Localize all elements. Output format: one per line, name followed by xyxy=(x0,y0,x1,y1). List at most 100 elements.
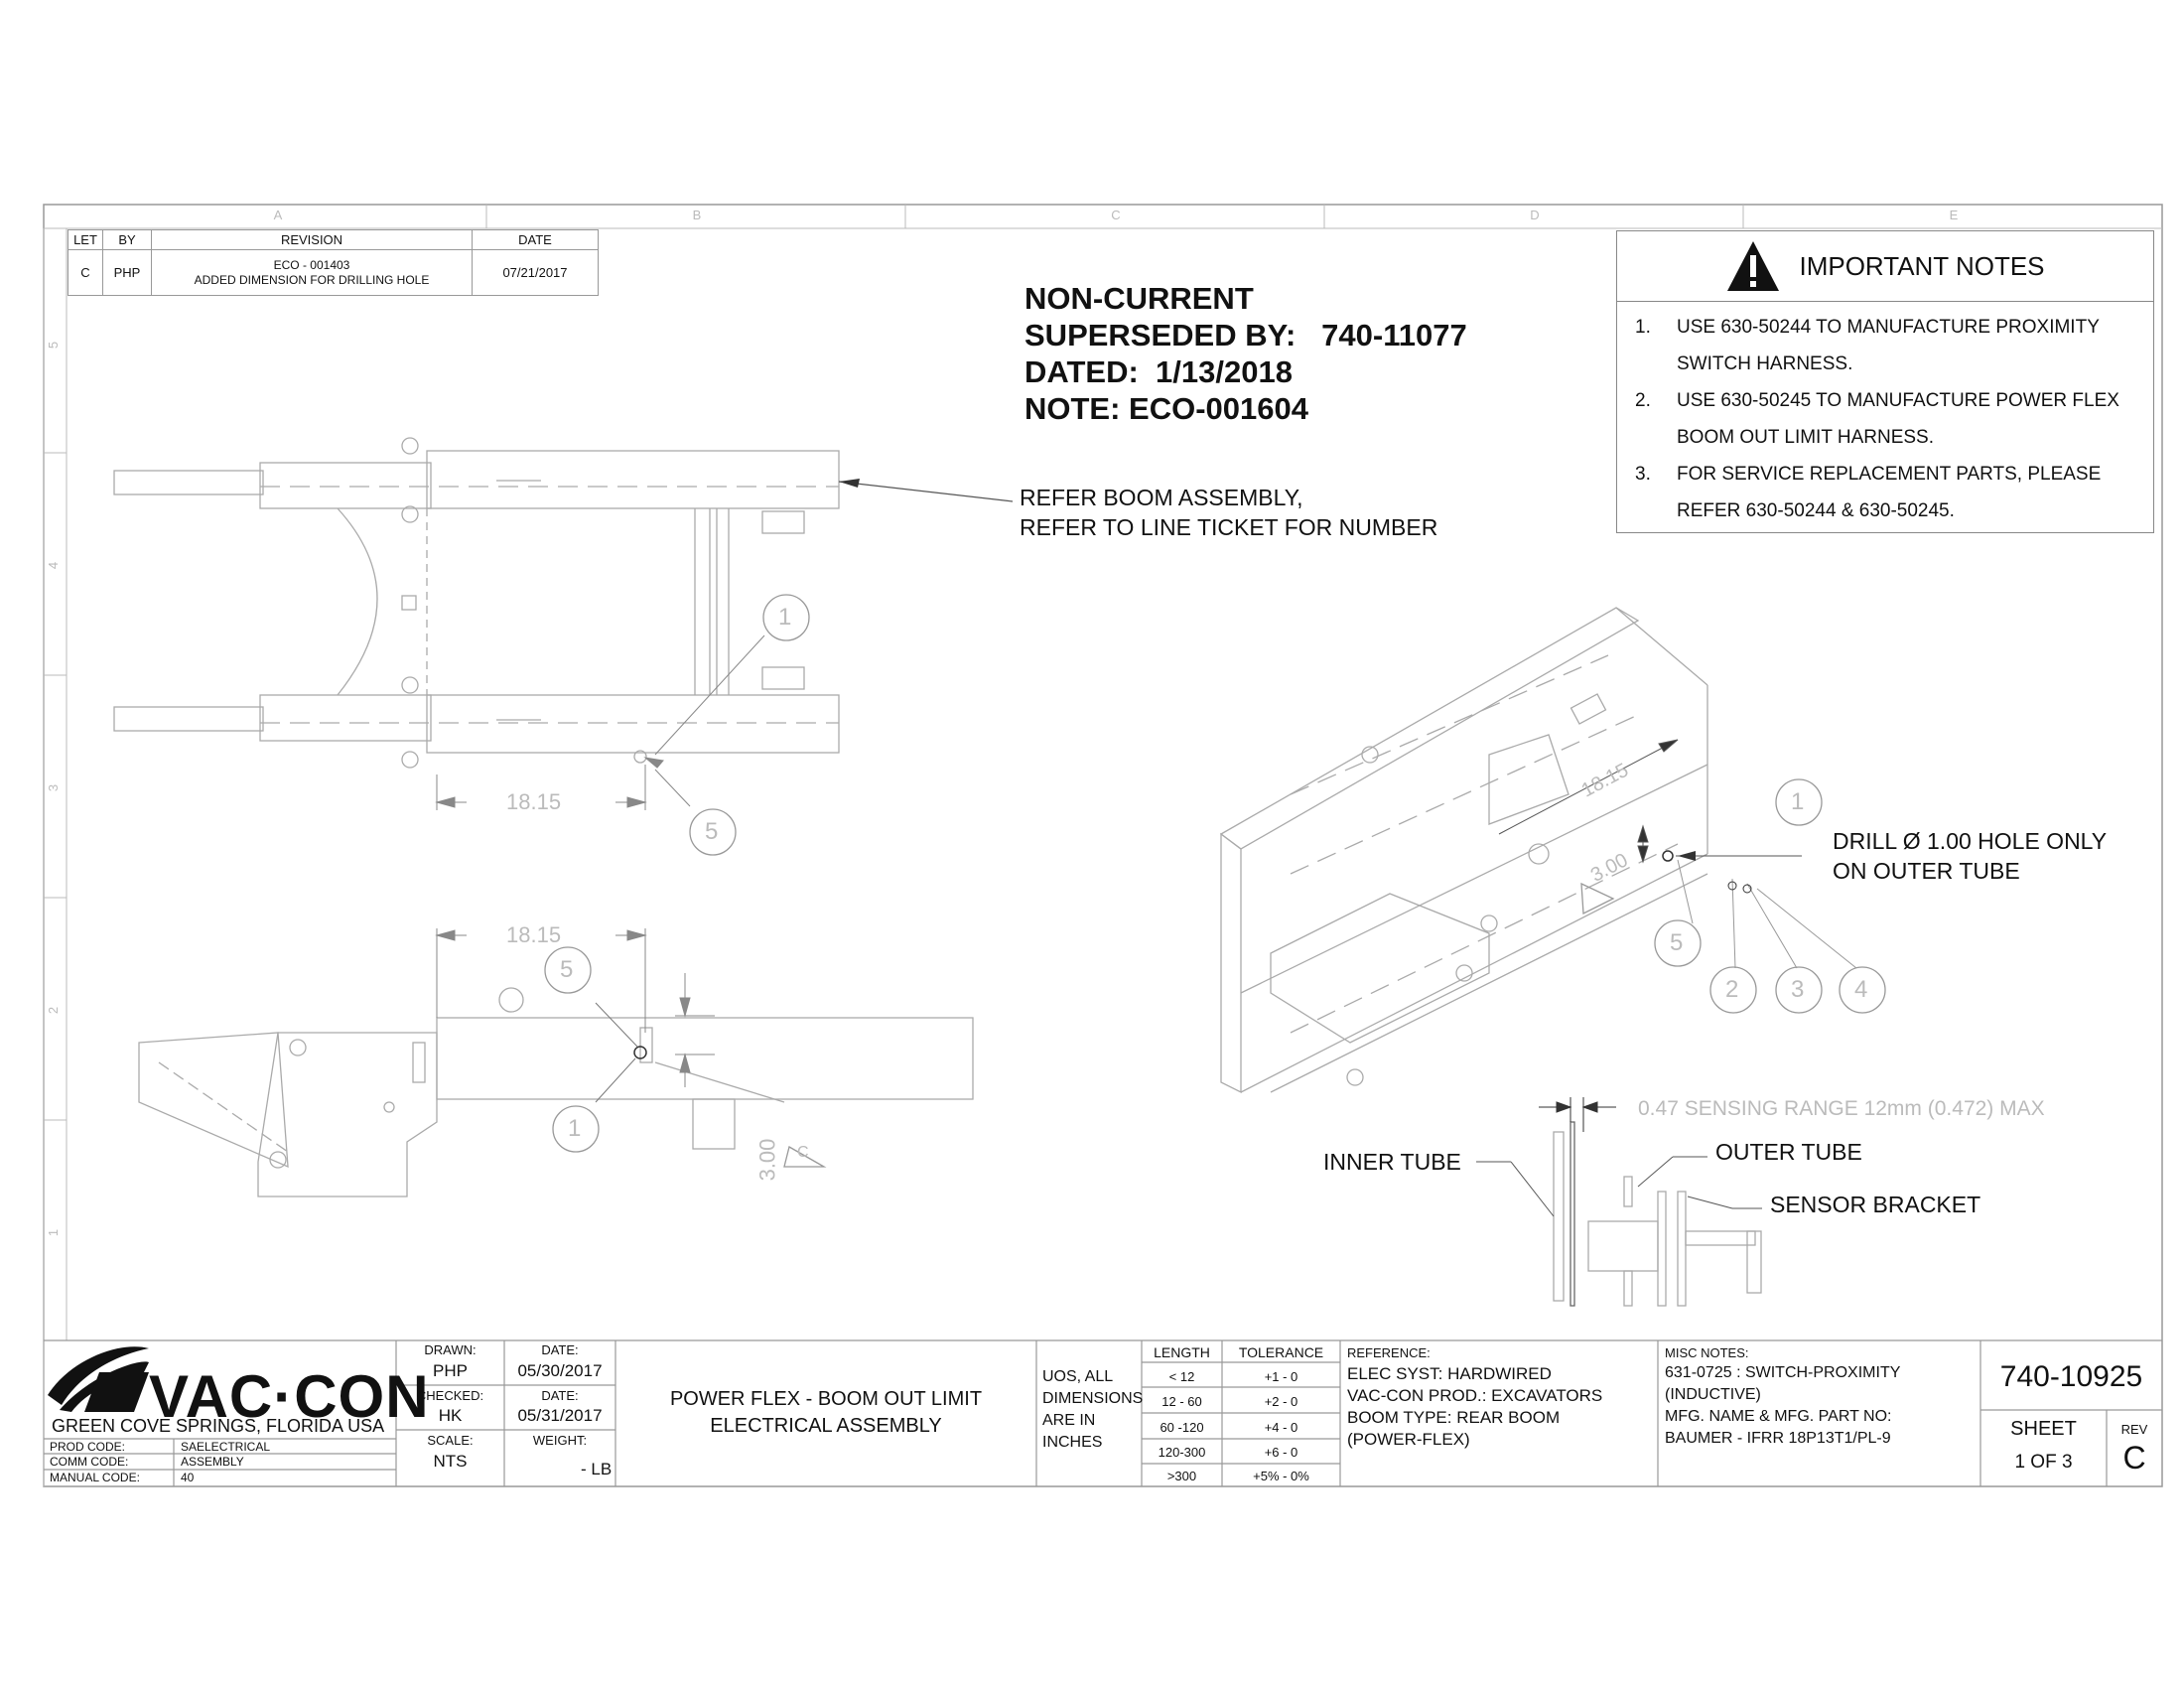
balloon-4 xyxy=(1839,966,1886,1014)
refer-line1: REFER BOOM ASSEMBLY, xyxy=(1020,485,1303,510)
misc-note-line: 631-0725 : SWITCH-PROXIMITY xyxy=(1665,1364,1901,1381)
drawn-by: PHP xyxy=(433,1361,468,1380)
important-notes-title: IMPORTANT NOTES xyxy=(1799,250,2045,281)
reference-line: ELEC SYST: HARDWIRED xyxy=(1347,1364,1552,1383)
rev-header-let: LET xyxy=(68,229,103,250)
balloon-label: 5 xyxy=(705,818,719,845)
reference-line: VAC-CON PROD.: EXCAVATORS xyxy=(1347,1386,1603,1405)
rev-by: PHP xyxy=(102,249,152,296)
stamp-line2: SUPERSEDED BY: 740-11077 xyxy=(1024,318,1467,352)
balloon-3 xyxy=(1775,966,1823,1014)
side-number-3: 3 xyxy=(46,783,62,792)
drawn-label: DRAWN: xyxy=(424,1342,477,1357)
scale-label: SCALE: xyxy=(427,1433,474,1448)
note-1-line2: SWITCH HARNESS. xyxy=(1677,353,1853,374)
uos-line2: DIMENSIONS xyxy=(1042,1390,1144,1407)
uos-line4: INCHES xyxy=(1042,1434,1103,1451)
drawing-title-line1: POWER FLEX - BOOM OUT LIMIT xyxy=(669,1388,983,1410)
tolerance-header-length: LENGTH xyxy=(1154,1344,1210,1360)
checked-date-label: DATE: xyxy=(541,1388,579,1403)
comm-code: ASSEMBLY xyxy=(181,1455,244,1469)
sheet-number: 1 OF 3 xyxy=(2014,1452,2073,1473)
tolerance-header-tolerance: TOLERANCE xyxy=(1238,1344,1324,1360)
inner-tube-label: INNER TUBE xyxy=(1323,1149,1461,1175)
sensing-range-label: 0.47 SENSING RANGE 12mm (0.472) MAX xyxy=(1638,1097,2045,1120)
side-number-1: 1 xyxy=(46,1228,62,1237)
misc-note-line: (INDUCTIVE) xyxy=(1665,1386,1761,1403)
balloon-5 xyxy=(689,808,737,856)
rev-description: ECO - 001403 ADDED DIMENSION FOR DRILLIN… xyxy=(151,249,473,296)
balloon-1 xyxy=(552,1105,600,1153)
zone-label-e: E xyxy=(1949,208,1959,222)
note-3-num: 3. xyxy=(1635,464,1651,485)
dim-side-vertical: 3.00 xyxy=(754,1138,780,1182)
uos-line3: ARE IN xyxy=(1042,1412,1096,1429)
rev-label: REV xyxy=(2120,1422,2148,1437)
manual-code: 40 xyxy=(181,1471,195,1484)
balloon-label: 5 xyxy=(560,956,574,983)
prod-code-label: PROD CODE: xyxy=(50,1440,126,1454)
misc-note-line: BAUMER - IFRR 18P13T1/PL-9 xyxy=(1665,1430,1891,1447)
tolerance-length: >300 xyxy=(1166,1469,1197,1483)
scale: NTS xyxy=(433,1452,468,1471)
balloon-label: 4 xyxy=(1854,976,1868,1003)
checked-date: 05/31/2017 xyxy=(517,1406,603,1425)
warning-icon xyxy=(1727,241,1780,291)
important-notes-box: IMPORTANT NOTES 1. USE 630-50244 TO MANUF… xyxy=(1616,230,2154,533)
rev-header-revision: REVISION xyxy=(151,229,473,250)
side-number-2: 2 xyxy=(46,1006,62,1015)
drill-line2: ON OUTER TUBE xyxy=(1833,858,2020,884)
refer-line2: REFER TO LINE TICKET FOR NUMBER xyxy=(1020,514,1438,540)
note-1-num: 1. xyxy=(1635,317,1651,338)
reference-line: BOOM TYPE: REAR BOOM xyxy=(1347,1408,1561,1427)
rev-triangle-side xyxy=(783,1146,827,1168)
side-number-5: 5 xyxy=(46,341,62,350)
note-3: 3.FOR SERVICE REPLACEMENT PARTS, PLEASE … xyxy=(1635,456,2101,529)
balloon-label: 1 xyxy=(568,1115,582,1142)
tolerance-value: +1 - 0 xyxy=(1264,1369,1298,1384)
company-location: GREEN COVE SPRINGS, FLORIDA USA xyxy=(52,1416,385,1436)
dim-top-view: 18.15 xyxy=(506,789,562,814)
vaccon-logo-mark xyxy=(48,1346,149,1412)
dim-side-view: 18.15 xyxy=(506,922,562,947)
comm-code-label: COMM CODE: xyxy=(50,1455,129,1469)
rev-date: 07/21/2017 xyxy=(472,249,599,296)
top-view-dimension xyxy=(435,634,765,810)
tolerance-length: 60 -120 xyxy=(1160,1420,1204,1435)
note-3-line1: FOR SERVICE REPLACEMENT PARTS, PLEASE xyxy=(1677,464,2102,485)
top-view xyxy=(113,437,840,769)
tolerance-length: 12 - 60 xyxy=(1161,1394,1202,1409)
tolerance-value: +5% - 0% xyxy=(1253,1469,1309,1483)
zone-label-b: B xyxy=(692,208,702,222)
zone-label-d: D xyxy=(1530,208,1540,222)
zone-label-a: A xyxy=(273,208,283,222)
non-current-stamp: NON-CURRENT SUPERSEDED BY: 740-11077 DAT… xyxy=(1024,280,1467,427)
iso-dimension xyxy=(1498,739,1679,864)
drawn-date-label: DATE: xyxy=(541,1342,579,1357)
sensing-range-dim xyxy=(1476,1097,1762,1217)
revision-table: LET BY REVISION DATE C PHP ECO - 001403 … xyxy=(68,229,599,296)
important-notes-header: IMPORTANT NOTES xyxy=(1617,231,2153,302)
balloon-label: 1 xyxy=(778,604,792,631)
weight-label: WEIGHT: xyxy=(532,1433,588,1448)
balloon-label: 5 xyxy=(1670,929,1684,956)
note-2-line2: BOOM OUT LIMIT HARNESS. xyxy=(1677,427,1935,448)
drawing-title-line2: ELECTRICAL ASSEMBLY xyxy=(710,1415,942,1437)
balloon-5 xyxy=(544,946,592,994)
note-3-line2: REFER 630-50244 & 630-50245. xyxy=(1677,500,1955,521)
balloon-1 xyxy=(762,594,810,641)
balloon-5 xyxy=(1654,919,1702,967)
side-view-dimension xyxy=(435,928,715,1087)
company-logo: VAC·CON xyxy=(149,1363,430,1430)
zone-label-c: C xyxy=(1111,208,1121,222)
misc-notes-label: MISC NOTES: xyxy=(1665,1345,1749,1360)
rev-header-date: DATE xyxy=(472,229,599,250)
stamp-line3: DATED: 1/13/2018 xyxy=(1024,354,1293,389)
note-2-line1: USE 630-50245 TO MANUFACTURE POWER FLEX xyxy=(1677,390,2119,411)
rev-description-line1: ECO - 001403 xyxy=(273,257,350,272)
note-1-line1: USE 630-50244 TO MANUFACTURE PROXIMITY xyxy=(1677,317,2100,338)
balloon-label: 1 xyxy=(1791,788,1805,815)
note-2-num: 2. xyxy=(1635,390,1651,411)
rev-let: C xyxy=(68,249,103,296)
